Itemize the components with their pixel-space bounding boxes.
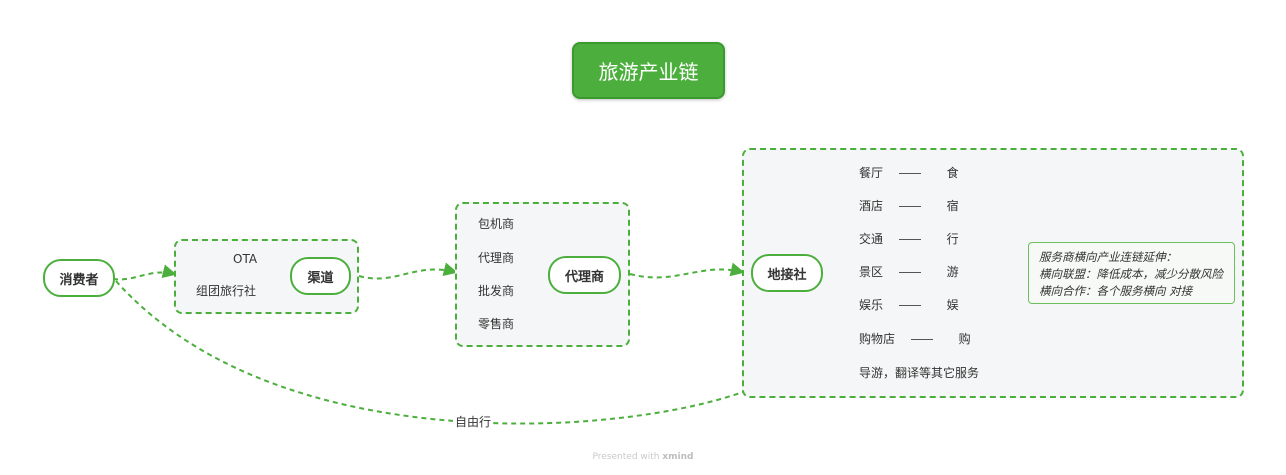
service-name: 景区 — [859, 265, 884, 279]
self-travel-label[interactable]: 自由行 — [453, 415, 494, 429]
service-name: 导游，翻译等其它服务 — [859, 366, 980, 380]
service-guide[interactable]: 导游，翻译等其它服务 — [859, 366, 979, 380]
service-name: 酒店 — [859, 199, 884, 213]
service-dash — [910, 339, 933, 340]
service-short: 游 — [946, 265, 959, 279]
channel-group — [174, 239, 359, 314]
service-scenic[interactable]: 景区 游 — [859, 265, 959, 279]
agent-item-wholesaler[interactable]: 批发商 — [478, 284, 515, 298]
service-dash — [898, 239, 921, 240]
channel-item-ota[interactable]: OTA — [233, 252, 258, 266]
footer-credit: Presented with xmind — [0, 452, 1286, 462]
service-name: 餐厅 — [859, 166, 884, 180]
service-restaurant[interactable]: 餐厅 食 — [859, 166, 959, 180]
service-short: 购 — [958, 332, 971, 346]
service-short: 食 — [946, 166, 959, 180]
service-name: 娱乐 — [859, 298, 884, 312]
flow-consumer-to-channel — [112, 264, 177, 281]
footer-prefix: Presented with — [592, 452, 663, 462]
service-transport[interactable]: 交通 行 — [859, 232, 959, 246]
service-dash — [898, 272, 921, 273]
note-line: 横向合作：各个服务横向 对接 — [1039, 284, 1193, 298]
note-line: 横向联盟：降低成本，减少分散风险 — [1039, 267, 1223, 281]
service-name: 交通 — [859, 232, 884, 246]
service-short: 行 — [946, 232, 959, 246]
agent-item-agent[interactable]: 代理商 — [478, 251, 515, 265]
service-dash — [898, 305, 921, 306]
service-hotel[interactable]: 酒店 宿 — [859, 199, 959, 213]
service-shopping[interactable]: 购物店 购 — [859, 332, 971, 346]
service-dash — [898, 206, 921, 207]
node-agent[interactable]: 代理商 — [548, 256, 621, 294]
service-name: 购物店 — [859, 332, 896, 346]
node-local-agency[interactable]: 地接社 — [751, 254, 823, 292]
central-topic[interactable]: 旅游产业链 — [572, 42, 725, 99]
flow-channel-to-agent — [358, 262, 458, 280]
node-consumer[interactable]: 消费者 — [43, 259, 115, 297]
note-line: 服务商横向产业连链延伸： — [1039, 250, 1177, 264]
service-entertainment[interactable]: 娱乐 娱 — [859, 298, 959, 312]
agent-item-charter[interactable]: 包机商 — [478, 217, 515, 231]
agent-item-retailer[interactable]: 零售商 — [478, 317, 515, 331]
node-channel[interactable]: 渠道 — [290, 257, 351, 295]
service-dash — [898, 173, 921, 174]
flow-agent-to-local — [629, 262, 745, 279]
summary-note[interactable]: 服务商横向产业连链延伸： 横向联盟：降低成本，减少分散风险 横向合作：各个服务横… — [1028, 242, 1235, 304]
service-short: 娱 — [946, 298, 959, 312]
channel-item-group-agency[interactable]: 组团旅行社 — [196, 284, 257, 298]
footer-brand: xmind — [662, 452, 694, 462]
service-short: 宿 — [946, 199, 959, 213]
